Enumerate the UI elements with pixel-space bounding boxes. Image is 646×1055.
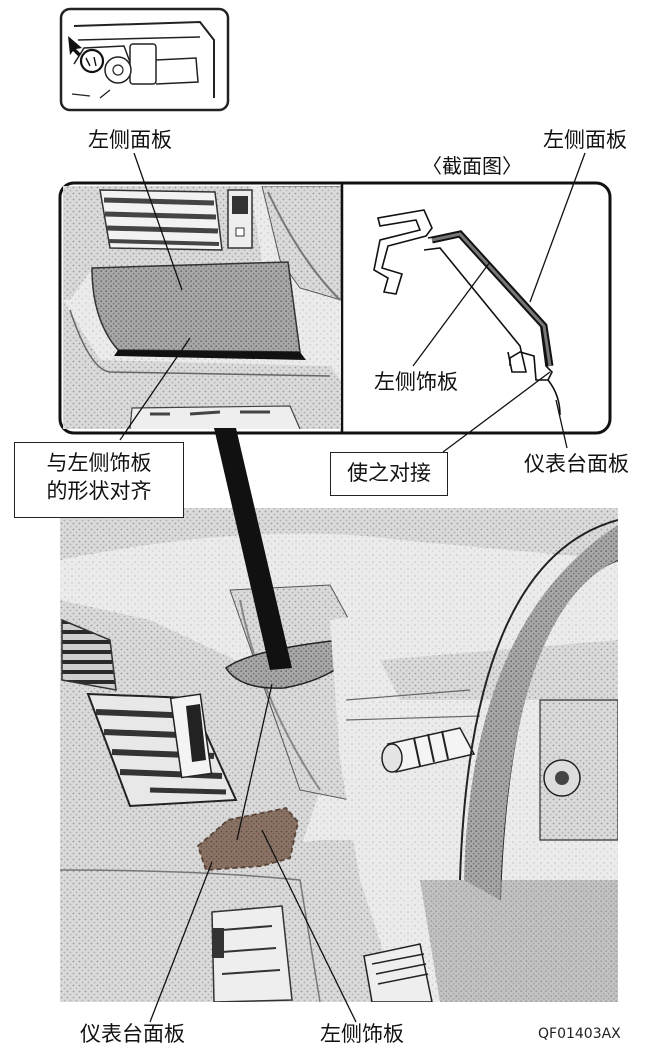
detail-frame [58, 181, 612, 435]
locator-inset [59, 7, 230, 112]
label-dash-panel-bottom: 仪表台面板 [80, 1022, 185, 1046]
label-left-trim-bottom: 左侧饰板 [320, 1022, 404, 1046]
label-left-panel-top: 左侧面板 [88, 128, 172, 152]
label-dash-panel-right: 仪表台面板 [524, 452, 629, 476]
label-section-view-title: 〈截面图〉 [422, 154, 522, 178]
callout-butt-joint: 使之对接 [330, 452, 448, 496]
callout-align-shape-line2: 的形状对齐 [46, 479, 152, 503]
label-left-trim-section: 左侧饰板 [374, 370, 458, 394]
cross-section-drawing [373, 209, 561, 416]
main-illustration [60, 428, 618, 1002]
figure-code: QF01403AX [538, 1026, 621, 1042]
leader-lines-upper [119, 152, 586, 453]
label-left-panel-right: 左侧面板 [543, 128, 627, 152]
callout-align-shape-line1: 与左侧饰板 [46, 451, 152, 475]
callout-align-shape: 与左侧饰板 的形状对齐 [14, 442, 184, 518]
leader-lines-lower [149, 683, 357, 1023]
